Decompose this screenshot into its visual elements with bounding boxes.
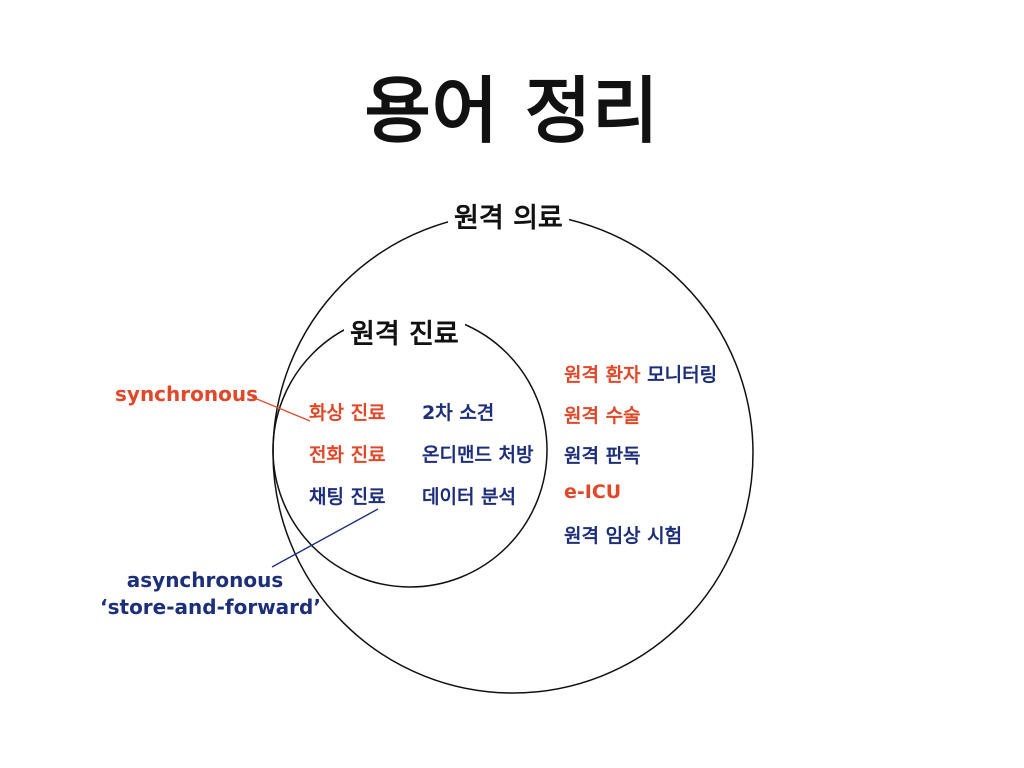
remote-patient-monitoring-item: 원격 환자 모니터링	[564, 360, 717, 387]
remote-clinical-trial-item: 원격 임상 시험	[564, 525, 683, 547]
data-analysis-item: 데이터 분석	[422, 486, 517, 508]
phone-consultation-item: 전화 진료	[309, 444, 386, 466]
outer-circle-label: 원격 의료	[448, 196, 569, 235]
on-demand-prescription-item: 온디맨드 처방	[422, 444, 534, 466]
store-and-forward-label: ‘store-and-forward’	[100, 595, 321, 619]
video-consultation-item: 화상 진료	[309, 402, 386, 424]
page-title: 용어 정리	[364, 69, 660, 153]
synchronous-annotation: synchronous	[115, 382, 258, 406]
inner-circle-label: 원격 진료	[344, 312, 465, 351]
second-opinion-item: 2차 소견	[422, 402, 495, 424]
remote-reading-item: 원격 판독	[564, 445, 641, 467]
asynchronous-annotation: asynchronous ‘store-and-forward’	[100, 567, 321, 621]
asynchronous-label: asynchronous	[126, 568, 284, 592]
monitoring-label: 모니터링	[647, 364, 718, 386]
chat-consultation-item: 채팅 진료	[309, 486, 386, 508]
e-icu-item: e-ICU	[564, 481, 622, 503]
synchronous-connector	[251, 396, 311, 422]
asynchronous-connector	[271, 508, 379, 568]
remote-patient-label: 원격 환자	[564, 364, 641, 386]
remote-surgery-item: 원격 수술	[564, 405, 641, 427]
